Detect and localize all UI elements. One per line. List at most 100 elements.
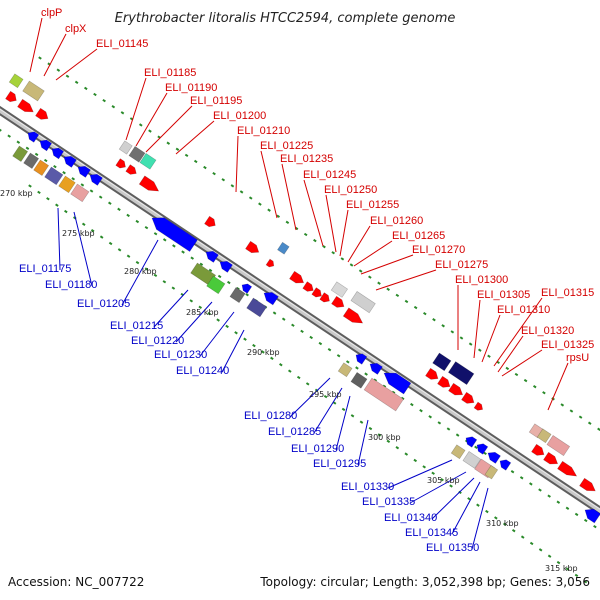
- forward-gene: [557, 460, 578, 477]
- gene-box-green: [206, 275, 226, 295]
- gene-labels: clpPclpXELI_01145ELI_01185ELI_01190ELI_0…: [19, 7, 594, 554]
- forward-gene: [204, 215, 216, 228]
- forward-gene-label: ELI_01320: [521, 325, 574, 337]
- label-leader: [431, 477, 475, 520]
- label-leader: [289, 377, 331, 418]
- scale-tick: [270, 356, 274, 361]
- forward-gene: [543, 451, 559, 465]
- kbp-label: 290 kbp: [247, 348, 280, 357]
- label-leader: [325, 194, 337, 253]
- reverse-gene: [77, 165, 91, 178]
- scale-tick: [189, 299, 194, 303]
- label-leader: [135, 92, 168, 147]
- scale-tick: [305, 382, 310, 386]
- scale-tick: [349, 263, 354, 267]
- gene-box-khaki: [337, 362, 353, 378]
- scale-tick: [583, 580, 588, 584]
- scale-tick: [291, 323, 295, 327]
- forward-gene: [245, 240, 260, 254]
- reverse-gene-label: ELI_01330: [341, 481, 394, 493]
- scale-tick: [153, 232, 158, 236]
- forward-gene: [125, 164, 137, 175]
- label-leader: [357, 419, 369, 466]
- scale-tick: [198, 305, 203, 309]
- scale-tick: [410, 402, 414, 407]
- kbp-label: 310 kbp: [486, 519, 519, 528]
- scale-tick: [184, 153, 189, 158]
- scale-tick: [227, 280, 231, 285]
- scale-tick: [519, 476, 524, 480]
- scale-tick: [217, 274, 222, 279]
- scale-tick: [148, 129, 152, 133]
- label-leader: [303, 179, 324, 247]
- scale-tick: [126, 254, 131, 258]
- forward-gene-label: ELI_01200: [213, 110, 266, 122]
- forward-gene: [579, 477, 596, 492]
- forward-gene-label: ELI_01245: [303, 169, 356, 181]
- scale-tick: [225, 324, 229, 329]
- gene-box-gray: [128, 146, 146, 163]
- scale-tick: [437, 421, 442, 425]
- scale-tick: [80, 183, 85, 187]
- scale-tick: [117, 248, 122, 252]
- reverse-gene-label: ELI_01240: [176, 365, 229, 377]
- scale-tick: [523, 378, 528, 383]
- reverse-gene: [219, 260, 233, 273]
- scale-tick: [144, 267, 149, 271]
- scale-tick: [431, 471, 435, 475]
- label-leader: [145, 105, 193, 153]
- scale-tick: [331, 251, 336, 255]
- label-leader: [493, 297, 543, 367]
- scale-tick: [258, 202, 262, 206]
- scale-tick: [323, 394, 328, 399]
- scale-tick: [413, 305, 418, 310]
- scale-tick: [230, 184, 235, 188]
- reverse-gene: [465, 436, 478, 448]
- scale-tick: [468, 342, 473, 346]
- scale-tick: [199, 262, 204, 266]
- scale-tick: [207, 311, 211, 316]
- scale-tick: [261, 350, 265, 354]
- scale-tick: [404, 452, 409, 456]
- reverse-gene: [355, 353, 368, 365]
- label-leader: [235, 135, 239, 193]
- gene-box-navy: [432, 352, 452, 372]
- scale-tick: [172, 244, 176, 248]
- label-leader: [153, 289, 189, 328]
- scale-tick: [583, 518, 588, 523]
- scale-tick: [350, 414, 355, 418]
- gene-box-steelblue: [277, 241, 290, 255]
- scale-tick: [419, 409, 423, 413]
- reverse-gene-label: ELI_01230: [154, 349, 207, 361]
- scale-tick: [547, 494, 551, 498]
- forward-gene-label: ELI_01190: [165, 82, 217, 94]
- gene-box-slate: [44, 166, 64, 186]
- label-leader: [221, 329, 245, 373]
- scale-tick: [56, 68, 61, 72]
- forward-gene-label: ELI_01310: [497, 304, 550, 316]
- scale-tick: [120, 111, 125, 115]
- gene-box-orange: [33, 159, 50, 176]
- gene-box-olive: [12, 145, 29, 162]
- label-leader: [501, 349, 543, 377]
- scale-tick: [285, 220, 290, 225]
- scale-tick: [303, 232, 308, 237]
- scale-tick: [355, 366, 359, 370]
- scale-tick: [99, 235, 104, 239]
- gene-box-slate: [246, 297, 268, 318]
- scale-tick: [450, 330, 455, 334]
- map-title: Erythrobacter litoralis HTCC2594, comple…: [115, 11, 456, 26]
- scale-tick: [578, 415, 583, 419]
- gene-box-gray: [350, 372, 368, 389]
- scale-tick: [71, 177, 76, 181]
- scale-tick: [135, 219, 140, 224]
- scale-tick: [203, 165, 207, 170]
- scale-tick: [221, 178, 226, 182]
- scale-tick: [574, 573, 579, 578]
- label-leader: [409, 471, 467, 504]
- scale-tick: [276, 214, 281, 218]
- forward-gene-label: ELI_01235: [280, 153, 333, 165]
- scale-tick: [16, 140, 21, 144]
